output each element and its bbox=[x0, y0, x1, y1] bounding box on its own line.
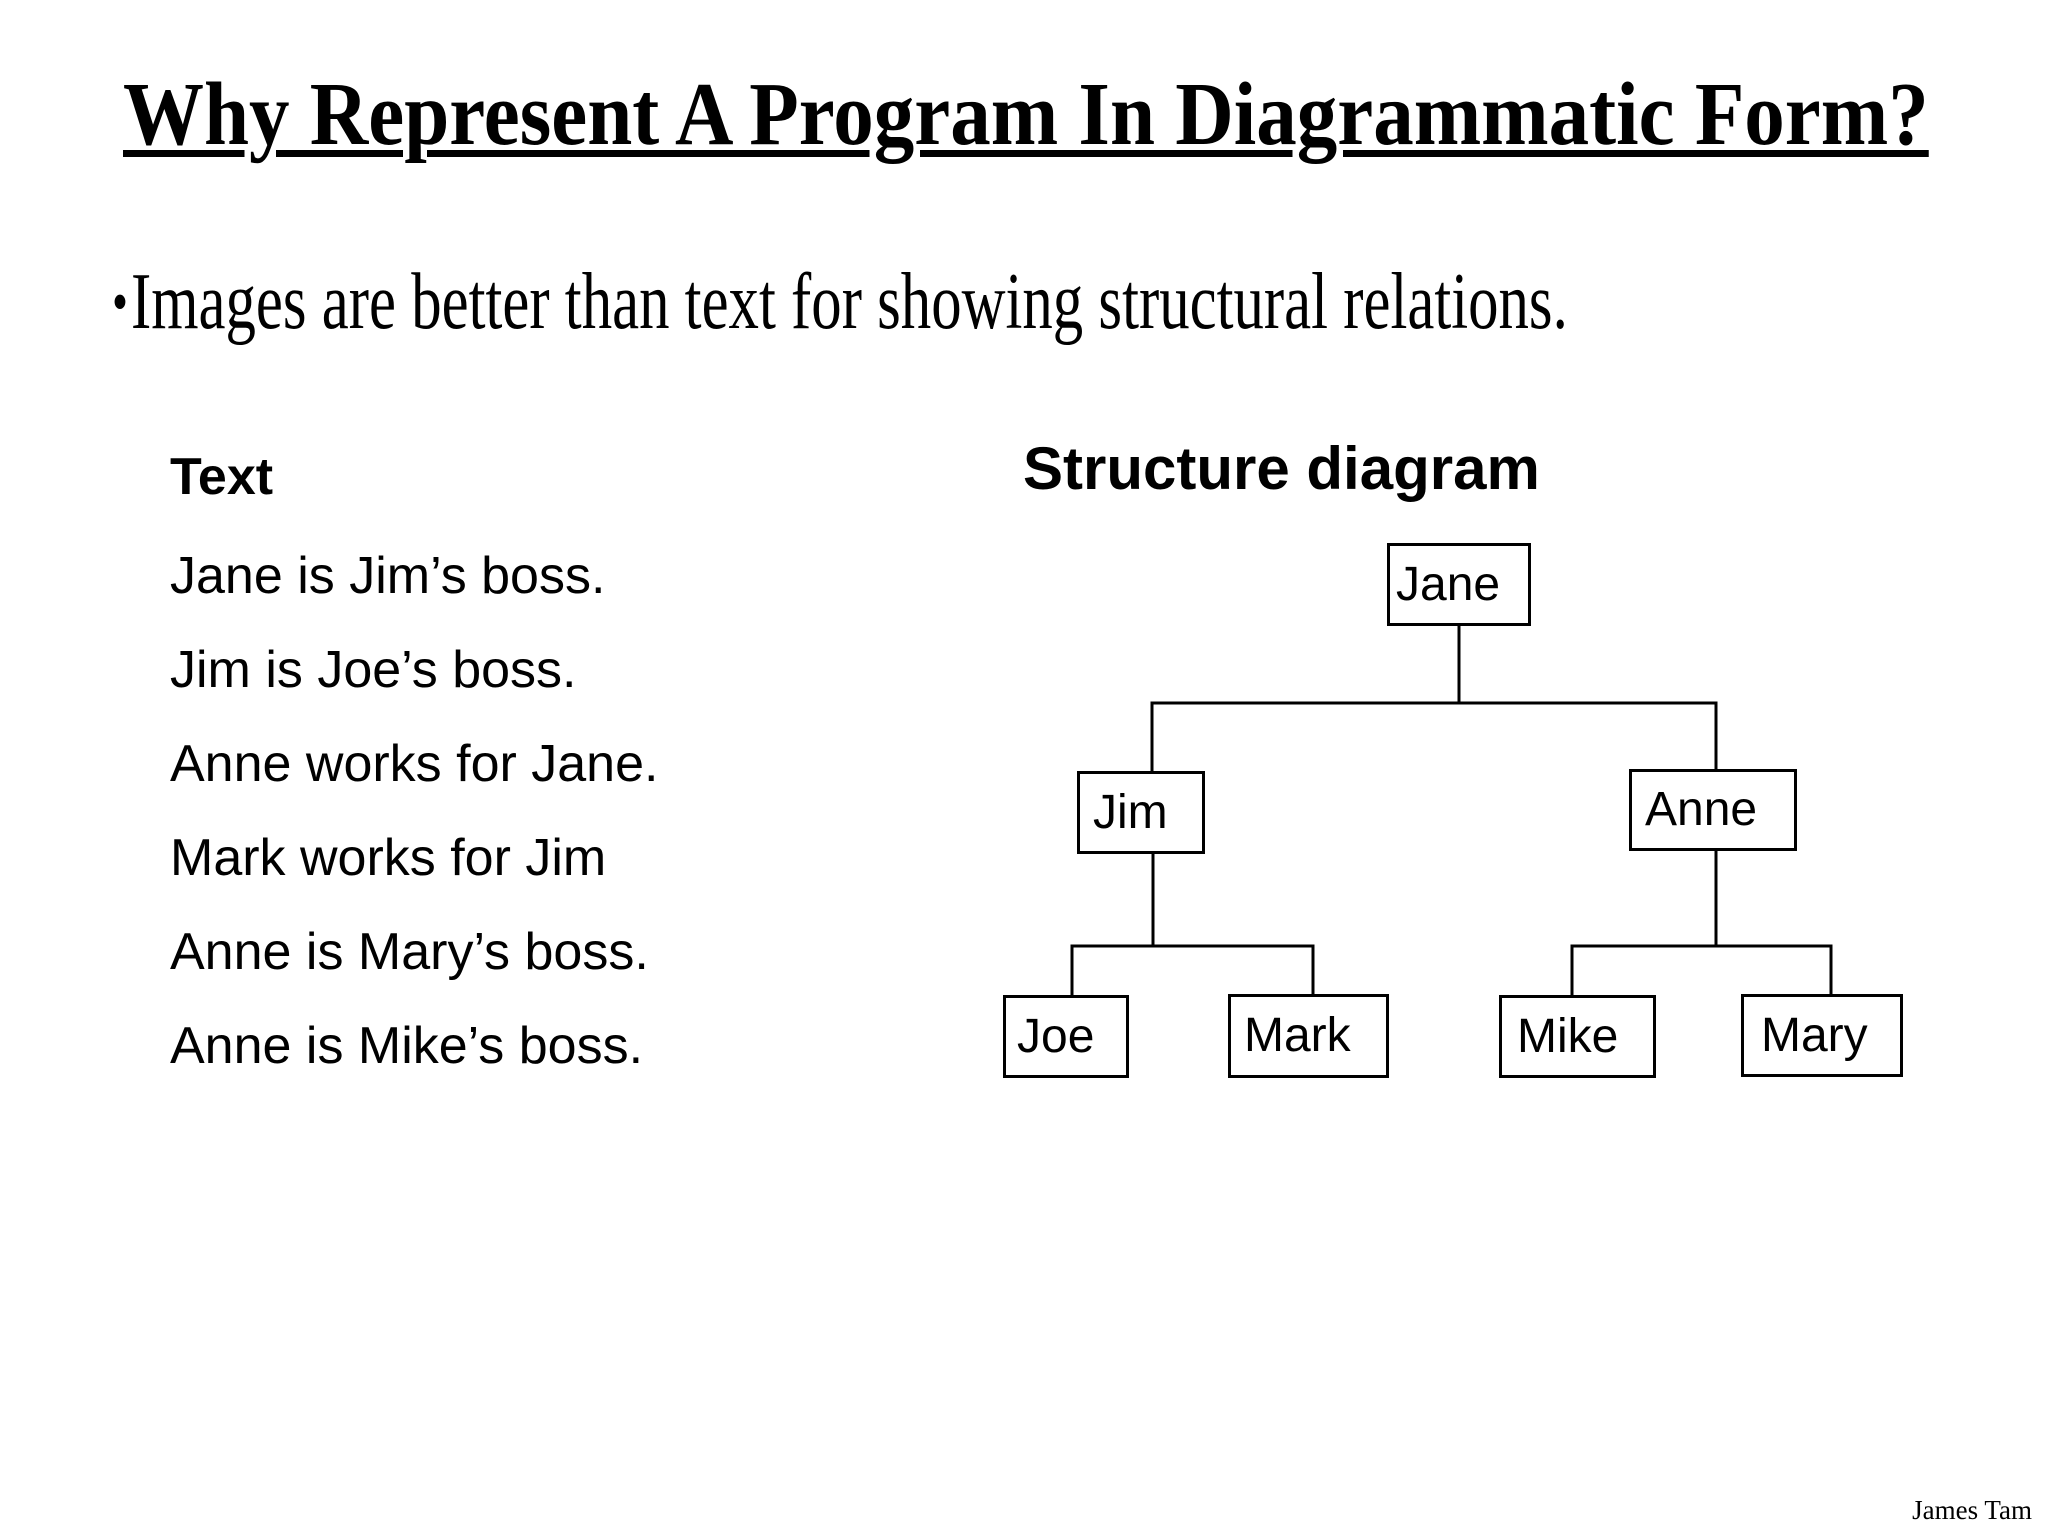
diagram-node-anne: Anne bbox=[1629, 769, 1797, 851]
text-line: Anne works for Jane. bbox=[170, 735, 659, 793]
bullet-line: •Images are better than text for showing… bbox=[112, 262, 2027, 342]
text-line: Jane is Jim’s boss. bbox=[170, 547, 606, 605]
diagram-node-mary: Mary bbox=[1741, 994, 1903, 1077]
bullet-icon: • bbox=[112, 269, 128, 335]
bullet-text: Images are better than text for showing … bbox=[131, 258, 1568, 346]
author-credit: James Tam bbox=[1912, 1495, 2032, 1525]
text-line: Mark works for Jim bbox=[170, 829, 607, 887]
text-panel-heading: Text bbox=[170, 448, 274, 506]
text-line: Anne is Mary’s boss. bbox=[170, 923, 649, 981]
text-line: Jim is Joe’s boss. bbox=[170, 641, 577, 699]
diagram-node-jane: Jane bbox=[1387, 543, 1531, 626]
slide-title: Why Represent A Program In Diagrammatic … bbox=[123, 70, 2048, 160]
text-line: Anne is Mike’s boss. bbox=[170, 1017, 644, 1075]
diagram-node-mike: Mike bbox=[1499, 995, 1656, 1078]
text-panel: Jane is Jim’s boss. Jim is Joe’s boss. A… bbox=[170, 550, 658, 1114]
slide-title-text: Why Represent A Program In Diagrammatic … bbox=[123, 65, 1929, 164]
diagram-heading: Structure diagram bbox=[1023, 435, 1540, 502]
diagram-node-mark: Mark bbox=[1228, 994, 1389, 1078]
diagram-node-jim: Jim bbox=[1077, 771, 1205, 854]
diagram-node-joe: Joe bbox=[1003, 995, 1129, 1078]
